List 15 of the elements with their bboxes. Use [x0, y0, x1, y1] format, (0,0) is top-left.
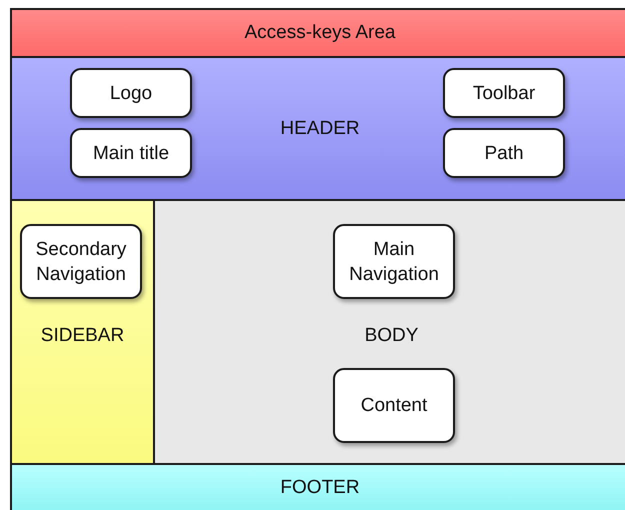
layout-block: Main Navigation	[333, 224, 455, 299]
access-keys-band: Access-keys Area	[10, 8, 625, 58]
sidebar-panel	[10, 199, 155, 465]
layout-block: Main title	[70, 128, 192, 178]
section-label: BODY	[364, 325, 420, 347]
layout-block: Content	[333, 368, 455, 443]
layout-block: Toolbar	[443, 68, 565, 118]
header-band	[10, 56, 625, 201]
layout-block: Path	[443, 128, 565, 178]
section-label: SIDEBAR	[40, 325, 126, 347]
layout-block: Logo	[70, 68, 192, 118]
section-label: HEADER	[279, 118, 361, 140]
body-panel	[153, 199, 625, 465]
footer-band: FOOTER	[10, 463, 625, 510]
layout-block: Secondary Navigation	[20, 224, 142, 299]
